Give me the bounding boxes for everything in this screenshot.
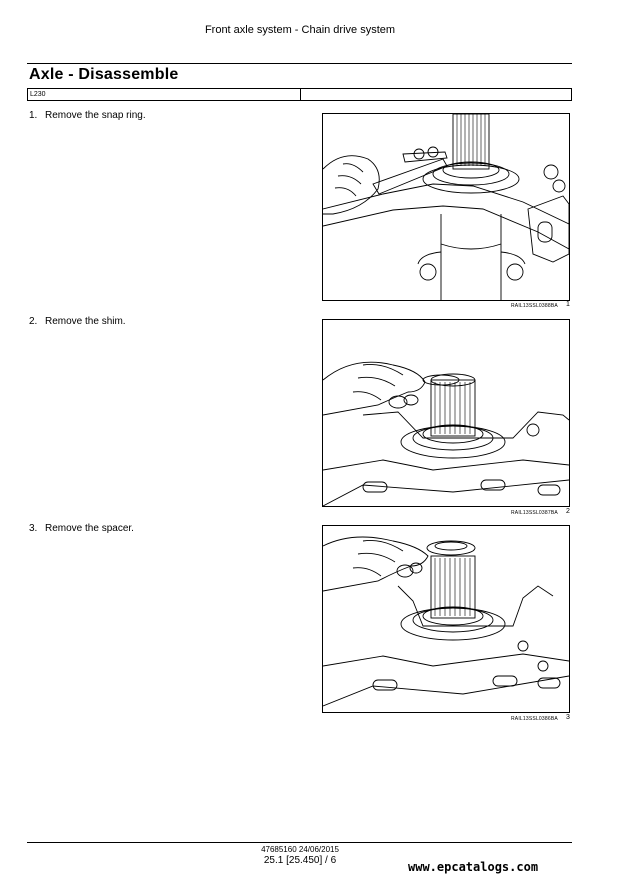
step-number: 3. <box>29 523 38 534</box>
figure-caption-code: RAIL13SSL0386BA <box>511 716 558 722</box>
model-cell: L230 <box>28 89 301 100</box>
step-2: 2. Remove the shim. <box>29 316 126 327</box>
footer-rule <box>27 842 572 843</box>
model-cell-empty <box>300 89 571 100</box>
page-reference: 25.1 [25.450] / 6 <box>263 855 337 866</box>
step-text: Remove the shim. <box>45 316 126 327</box>
running-header: Front axle system - Chain drive system <box>204 24 396 36</box>
figure-number: 2 <box>566 508 570 515</box>
watermark-link[interactable]: www.epcatalogs.com <box>408 860 539 874</box>
figure-1-illustration <box>322 113 570 301</box>
step-number: 2. <box>29 316 38 327</box>
figure-caption-code: RAIL13SSL0388BA <box>511 303 558 309</box>
section-title: Axle - Disassemble <box>29 66 179 83</box>
step-3: 3. Remove the spacer. <box>29 523 134 534</box>
document-code: 47685160 24/06/2015 <box>261 845 339 854</box>
figure-number: 3 <box>566 714 570 721</box>
step-text: Remove the snap ring. <box>45 110 146 121</box>
step-1: 1. Remove the snap ring. <box>29 110 146 121</box>
figure-3-illustration <box>322 525 570 713</box>
step-number: 1. <box>29 110 38 121</box>
figure-number: 1 <box>566 301 570 308</box>
figure-caption-code: RAIL13SSL0387BA <box>511 510 558 516</box>
header-rule <box>27 63 572 64</box>
model-applicability-box: L230 <box>27 88 572 101</box>
step-text: Remove the spacer. <box>45 523 134 534</box>
figure-2-illustration <box>322 319 570 507</box>
